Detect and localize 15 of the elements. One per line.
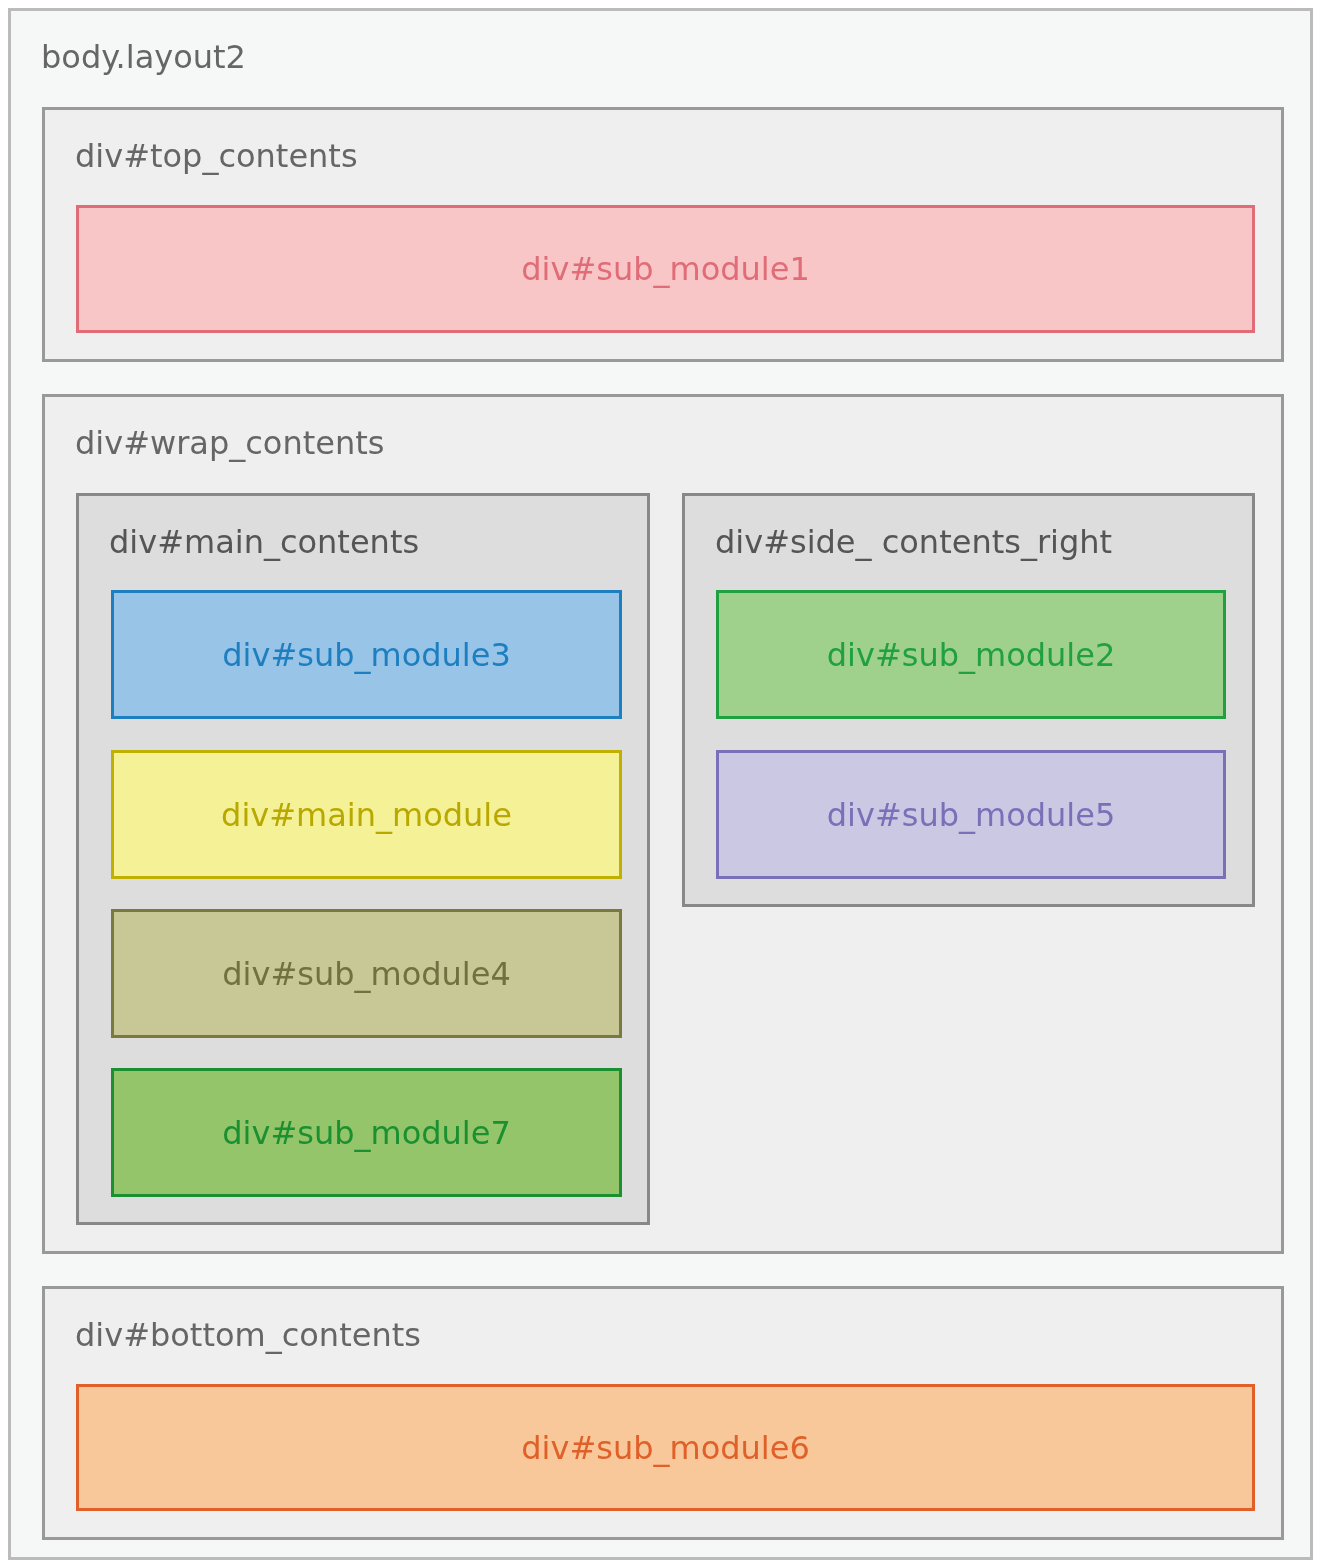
module-box: div#sub_module2 <box>716 590 1226 719</box>
module-box: div#main_module <box>111 750 622 879</box>
module-box: div#sub_module1 <box>76 205 1255 333</box>
container-box <box>42 394 1284 1254</box>
container-box <box>42 1286 1284 1540</box>
module-box: div#sub_module3 <box>111 590 622 719</box>
container-box <box>42 107 1284 362</box>
module-box: div#sub_module6 <box>76 1384 1255 1511</box>
module-box: div#sub_module5 <box>716 750 1226 879</box>
container-box <box>682 493 1255 907</box>
module-box: div#sub_module7 <box>111 1068 622 1197</box>
container-box <box>76 493 650 1225</box>
container-label: body.layout2 <box>41 41 246 73</box>
module-box: div#sub_module4 <box>111 909 622 1038</box>
container-box <box>8 8 1313 1560</box>
